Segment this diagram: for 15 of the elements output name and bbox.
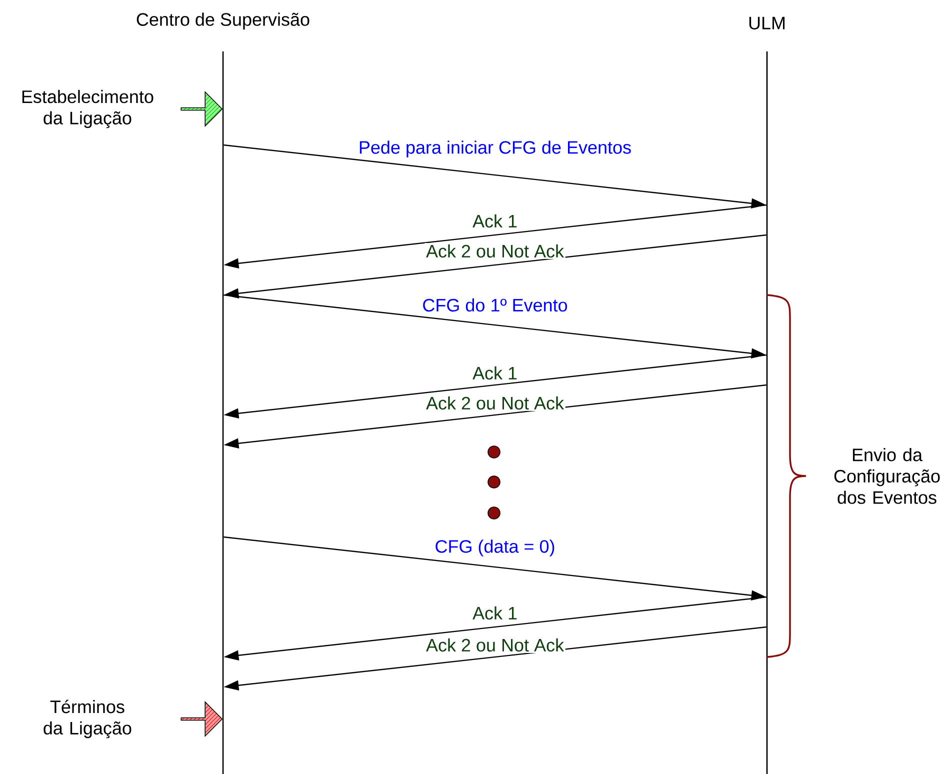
node-label: ULM: [749, 16, 785, 30]
edge-label: Ack 2 ou Not Ack: [424, 243, 566, 259]
edge-label: Pede para iniciar CFG de Eventos: [357, 139, 633, 159]
edge-label: Ack 2 ou Not Ack: [424, 395, 566, 411]
edge-label: Ack 1: [471, 365, 519, 381]
edge-label: Ack 1: [471, 605, 519, 621]
edge-label: CFG do 1º Evento: [420, 297, 570, 313]
edge-label: CFG (data = 0): [433, 538, 557, 558]
lifeline: ULM: [749, 16, 785, 774]
block-arrow: [181, 92, 222, 126]
block-arrow: [181, 702, 222, 736]
edge-label: Ack 1: [471, 213, 519, 229]
edge-label: Ack 2 ou Not Ack: [424, 637, 566, 653]
brace-label: Envio da Configuração dos Eventos: [834, 448, 940, 504]
node-label: Centro de Supervisão: [136, 12, 310, 30]
